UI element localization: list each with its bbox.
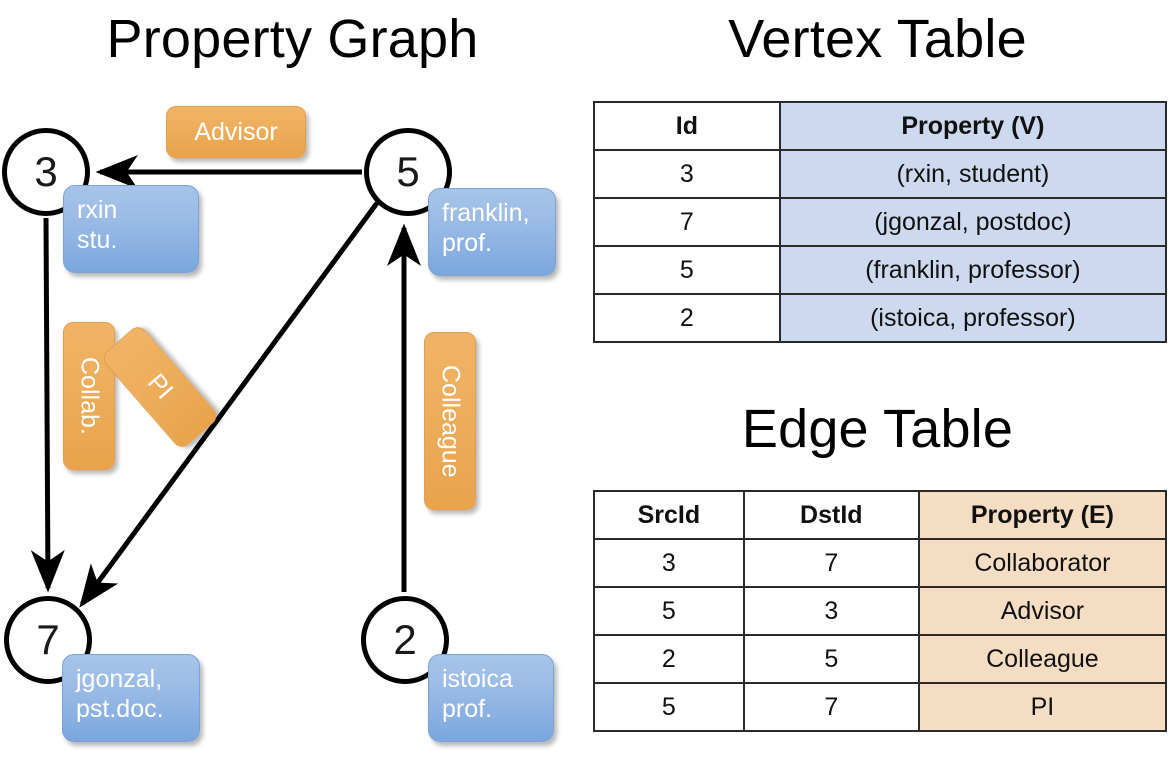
- vertex-property-box-rxin: rxin stu.: [63, 185, 199, 273]
- graph-vertex-5-label: 5: [396, 148, 420, 195]
- edge-table-cell-property: Collaborator: [917, 538, 1168, 588]
- table-row: 5 7 PI: [593, 682, 1168, 732]
- edge-table-cell-srcid: 3: [593, 538, 745, 588]
- page-title-vertex-table: Vertex Table: [728, 9, 1027, 69]
- page-title-edge-table: Edge Table: [741, 399, 1014, 459]
- vertex-property-box-jgonzal: jgonzal, pst.doc.: [62, 654, 200, 742]
- vertex-table-cell-id: 5: [593, 245, 781, 295]
- edge-5-to-7-pi: [79, 201, 380, 608]
- vertex-table-cell-property: (franklin, professor): [778, 245, 1168, 295]
- edge-table-header-property: Property (E): [917, 490, 1168, 540]
- edge-table-cell-property: Colleague: [917, 634, 1168, 684]
- edge-table-cell-dstid: 7: [742, 682, 920, 732]
- table-row: 3 7 Collaborator: [593, 538, 1168, 588]
- vertex-table-cell-id: 3: [593, 149, 781, 199]
- vertex-property-istoica-line2: prof.: [442, 694, 493, 723]
- vertex-property-jgonzal-line2: pst.doc.: [76, 694, 164, 723]
- vertex-table-cell-property: (istoica, professor): [778, 293, 1168, 343]
- vertex-property-box-istoica: istoica prof.: [428, 654, 554, 742]
- edge-table-cell-srcid: 5: [593, 682, 745, 732]
- vertex-table-cell-id: 7: [593, 197, 781, 247]
- vertex-property-jgonzal-line1: jgonzal,: [76, 665, 163, 693]
- vertex-table-cell-id: 2: [593, 293, 781, 343]
- vertex-table: Id Property (V) 3 (rxin, student) 7 (jgo…: [593, 101, 1168, 343]
- edge-label-collab-text: Collab.: [75, 357, 104, 435]
- vertex-property-box-franklin: franklin, prof.: [428, 188, 556, 276]
- vertex-property-franklin-line2: prof.: [442, 228, 493, 257]
- vertex-table-cell-property: (jgonzal, postdoc): [778, 197, 1168, 247]
- graph-vertex-3-label: 3: [34, 148, 58, 195]
- vertex-table-header-id: Id: [593, 101, 781, 151]
- edge-table-header-srcid: SrcId: [593, 490, 745, 540]
- edge-table-cell-property: Advisor: [917, 586, 1168, 636]
- edge-table-cell-property: PI: [917, 682, 1168, 732]
- graph-vertex-5[interactable]: 5: [364, 128, 452, 216]
- edge-table: SrcId DstId Property (E) 3 7 Collaborato…: [593, 490, 1168, 732]
- edge-table-header-dstid: DstId: [742, 490, 920, 540]
- vertex-table-header-row: Id Property (V): [593, 101, 1168, 151]
- edge-table-cell-srcid: 5: [593, 586, 745, 636]
- edge-table-cell-dstid: 5: [742, 634, 920, 684]
- graph-vertex-7-label: 7: [36, 616, 60, 663]
- table-row: 2 5 Colleague: [593, 634, 1168, 684]
- graph-vertex-2[interactable]: 2: [361, 596, 449, 684]
- table-row: 3 (rxin, student): [593, 149, 1168, 199]
- vertex-table-cell-property: (rxin, student): [778, 149, 1168, 199]
- edge-label-colleague-text: Colleague: [436, 364, 465, 478]
- table-row: 5 (franklin, professor): [593, 245, 1168, 295]
- vertex-property-istoica-line1: istoica: [442, 665, 513, 693]
- edge-label-box-advisor: Advisor: [166, 106, 306, 158]
- vertex-table-header-property: Property (V): [778, 101, 1168, 151]
- vertex-property-rxin-line2: stu.: [77, 225, 118, 254]
- graph-vertex-2-label: 2: [393, 616, 417, 663]
- edge-label-box-collab: Collab.: [63, 322, 115, 470]
- edge-label-pi-text: PI: [142, 368, 179, 405]
- table-row: 7 (jgonzal, postdoc): [593, 197, 1168, 247]
- graph-edges-svg: [30, 155, 421, 608]
- edge-table-cell-srcid: 2: [593, 634, 745, 684]
- vertex-property-franklin-line1: franklin,: [442, 199, 530, 227]
- edge-label-box-colleague: Colleague: [424, 332, 476, 510]
- table-row: 5 3 Advisor: [593, 586, 1168, 636]
- edge-table-cell-dstid: 3: [742, 586, 920, 636]
- edge-label-advisor-text: Advisor: [194, 117, 278, 146]
- table-row: 2 (istoica, professor): [593, 293, 1168, 343]
- edge-table-cell-dstid: 7: [742, 538, 920, 588]
- edge-3-to-7-collab: [30, 217, 65, 593]
- page-title-property-graph: Property Graph: [106, 9, 479, 69]
- property-graph-diagram: 3 5 7 2 rxin stu. franklin, prof. jgonza…: [2, 106, 556, 742]
- edge-table-header-row: SrcId DstId Property (E): [593, 490, 1168, 540]
- vertex-property-rxin-line1: rxin: [77, 196, 118, 224]
